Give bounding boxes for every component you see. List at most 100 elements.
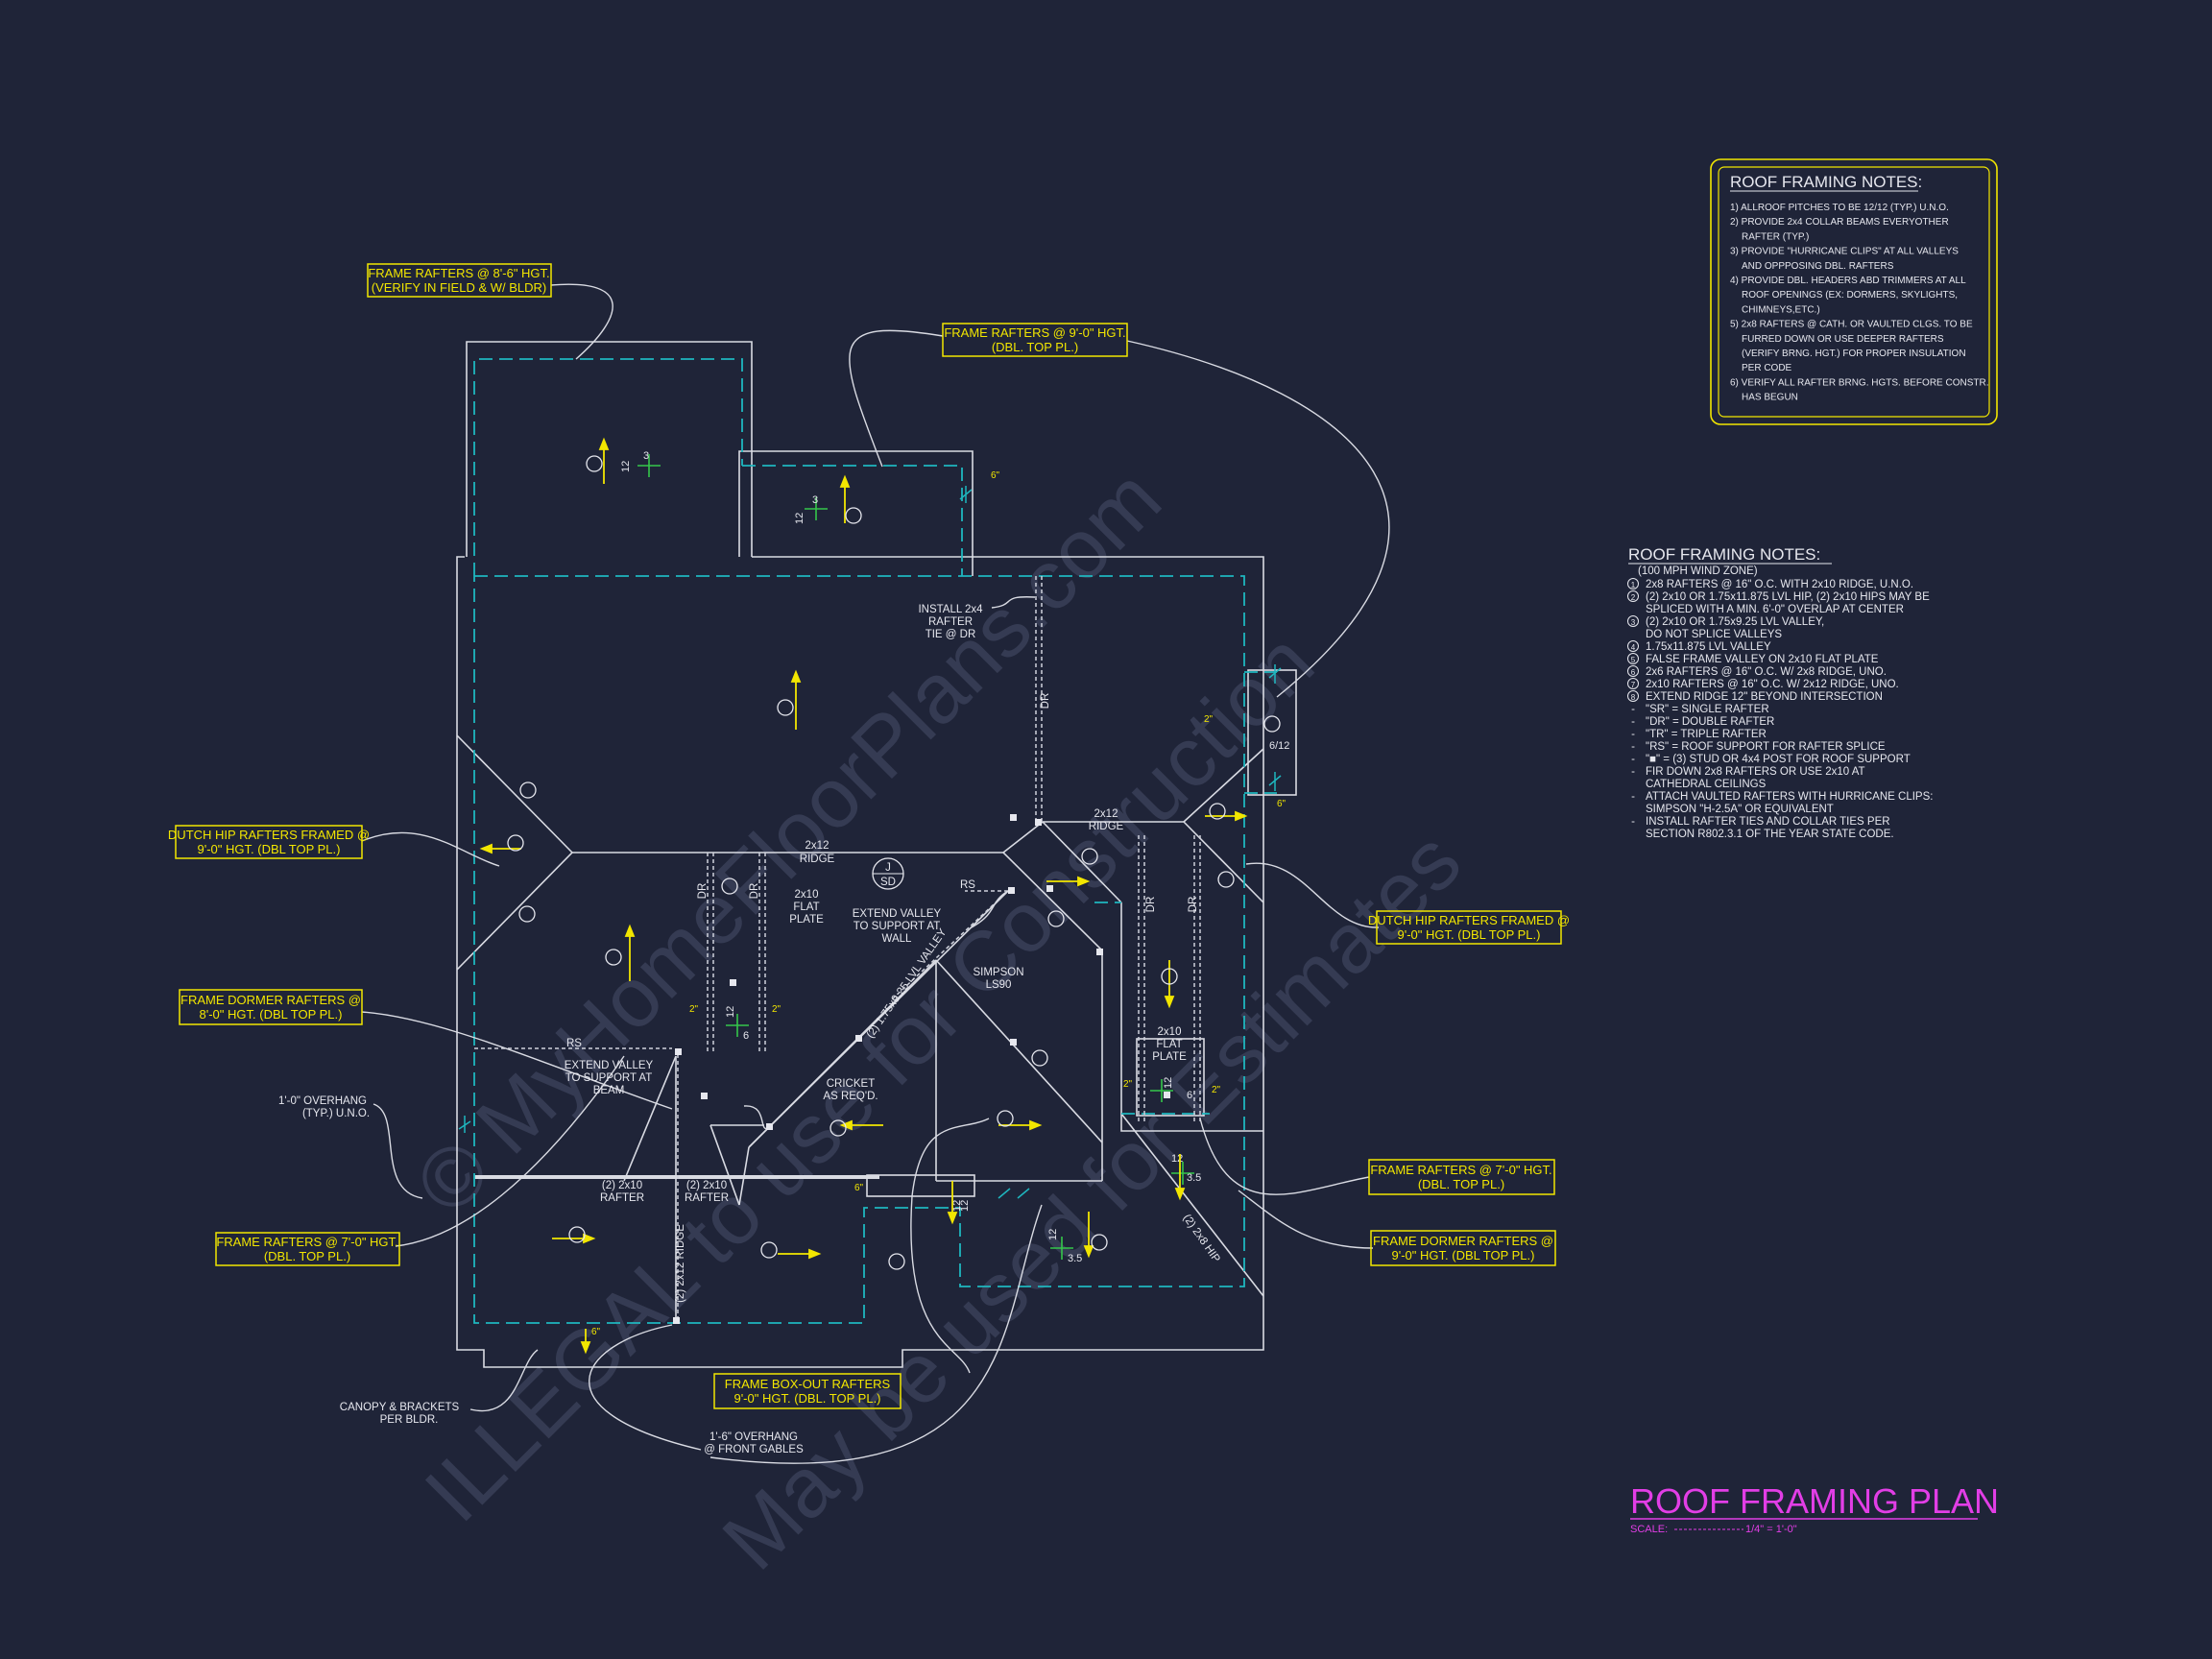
callouts: FRAME RAFTERS @ 8'-6" HGT. (VERIFY IN FI… — [168, 263, 1570, 1409]
note-key-circle — [1627, 578, 1639, 589]
scale-label: SCALE: — [1630, 1524, 1668, 1535]
double-rafter-lines — [474, 576, 1201, 1323]
callout-line: 9'-0" HGT. (DBL TOP PL.) — [1392, 1248, 1535, 1262]
flat-plate-label-left: PLATE — [789, 914, 824, 926]
canopy-label: PER BLDR. — [380, 1414, 439, 1426]
title-block: ROOF FRAMING PLAN SCALE: 1/4" = 1'-0" — [1630, 1481, 1999, 1535]
note-key-circle — [1627, 640, 1639, 652]
notes-box-line: PER CODE — [1742, 363, 1792, 373]
pitch-label: 3.5 — [1068, 1253, 1082, 1264]
inch-label: 2" — [1123, 1079, 1133, 1090]
inch-label: 2" — [1212, 1085, 1221, 1095]
note-key: 7 — [1631, 681, 1636, 689]
extend-valley-beam-label: BEAM — [593, 1085, 625, 1096]
note-text: SECTION R802.3.1 OF THE YEAR STATE CODE. — [1646, 829, 1894, 840]
note-key: - — [1631, 716, 1635, 728]
overhang-front-label: 1'-6" OVERHANG — [709, 1431, 798, 1443]
pitch-symbols: 3 12 3 12 3.5 12 3.5 12 6 12 12 6 6/12 1… — [620, 450, 1289, 1264]
callout-box-out: FRAME BOX-OUT RAFTERS 9'-0" HGT. (DBL. T… — [713, 1373, 902, 1409]
pitch-label: 12 — [951, 1200, 963, 1212]
pitch-label: 12 — [620, 461, 632, 472]
pitch-612-label: 6/12 — [1269, 740, 1289, 752]
dr-label: DR — [1145, 897, 1157, 913]
callout-line: FRAME DORMER RAFTERS @ — [180, 993, 361, 1007]
callout-line: (DBL. TOP PL.) — [264, 1249, 350, 1263]
notes-box-outer — [1710, 158, 1998, 425]
pitch-label: 12 — [1163, 1077, 1174, 1089]
inch-label: 2" — [1204, 714, 1214, 725]
cricket-label: CRICKET — [827, 1078, 875, 1090]
flat-plate-label-right: 2x10 — [1158, 1026, 1182, 1038]
note-key: 8 — [1631, 693, 1636, 702]
rafter-label-left: RAFTER — [600, 1192, 644, 1204]
pitch-label: 6 — [743, 1030, 749, 1042]
note-text: SIMPSON "H-2.5A" OR EQUIVALENT — [1646, 804, 1834, 815]
dimension-ticks: 6" 2" 2" 2" 2" 6" 6" 2" 6" — [458, 470, 1286, 1337]
ridge-label-top: RIDGE — [800, 854, 835, 865]
rafter-label-right: (2) 2x10 — [686, 1180, 727, 1191]
callout-line: (DBL. TOP PL.) — [992, 340, 1078, 354]
canopy-label: CANOPY & BRACKETS — [340, 1402, 460, 1413]
callout-line: FRAME BOX-OUT RAFTERS — [725, 1377, 891, 1391]
callout-line: FRAME DORMER RAFTERS @ — [1373, 1234, 1553, 1248]
notes-box-line: 5) 2x8 RAFTERS @ CATH. OR VAULTED CLGS. … — [1730, 320, 1973, 330]
note-key-circle — [1627, 690, 1639, 702]
note-key: - — [1631, 704, 1635, 715]
extend-valley-wall-label: EXTEND VALLEY — [853, 908, 942, 920]
callout-line: 9'-0" HGT. (DBL TOP PL.) — [1398, 927, 1541, 942]
note-text: DO NOT SPLICE VALLEYS — [1646, 629, 1782, 640]
notes-list: ROOF FRAMING NOTES: (100 MPH WIND ZONE) … — [1627, 545, 1933, 840]
notes-box-title: ROOF FRAMING NOTES: — [1730, 173, 1922, 191]
pitch-label: 3 — [812, 494, 818, 506]
extend-valley-beam-label: TO SUPPORT AT — [565, 1072, 653, 1084]
note-text: "TR" = TRIPLE RAFTER — [1646, 729, 1767, 740]
note-key-circle — [1627, 665, 1639, 677]
dr-label: DR — [1040, 693, 1051, 709]
simpson-label: SIMPSON — [973, 967, 1023, 978]
post-markers — [673, 814, 1170, 1324]
note-key: 4 — [1631, 643, 1636, 652]
ridge-vertical-label: (2) 2x12 RIDGE — [675, 1224, 686, 1303]
rafter-label-right: RAFTER — [685, 1192, 729, 1204]
install-tie-label: INSTALL 2x4 — [918, 604, 983, 615]
pitch-label: 3.5 — [1187, 1172, 1201, 1184]
leader-lines — [361, 283, 1390, 1464]
notes-box: ROOF FRAMING NOTES: 1) ALLROOF PITCHES T… — [1710, 158, 1998, 425]
note-text: 2x10 RAFTERS @ 16" O.C. W/ 2x12 RIDGE, U… — [1646, 679, 1899, 690]
callout-line: FRAME RAFTERS @ 7'-0" HGT. — [216, 1235, 397, 1249]
notes-box-line: 6) VERIFY ALL RAFTER BRNG. HGTS. BEFORE … — [1730, 377, 1989, 388]
pitch-symbol — [637, 454, 1194, 1260]
note-text: "RS" = ROOF SUPPORT FOR RAFTER SPLICE — [1646, 741, 1886, 753]
note-key: - — [1631, 754, 1635, 765]
notes-box-line: CHIMNEYS,ETC.) — [1742, 304, 1820, 315]
notes-box-line: 4) PROVIDE DBL. HEADERS ABD TRIMMERS AT … — [1730, 276, 1966, 286]
callout-line: 8'-0" HGT. (DBL TOP PL.) — [200, 1007, 343, 1022]
pitch-label: 12 — [725, 1006, 736, 1018]
note-text: 2x8 RAFTERS @ 16" O.C. WITH 2x10 RIDGE, … — [1646, 579, 1913, 590]
overhang-front-label: @ FRONT GABLES — [704, 1444, 804, 1455]
callout-line: DUTCH HIP RAFTERS FRAMED @ — [168, 828, 370, 842]
dr-label: DR — [697, 883, 709, 900]
ridge-label-right: 2x12 — [1094, 808, 1118, 820]
note-text: 1.75x11.875 LVL VALLEY — [1646, 641, 1771, 653]
note-text: CATHEDRAL CEILINGS — [1646, 779, 1767, 790]
scale-value: 1/4" = 1'-0" — [1745, 1524, 1797, 1535]
note-text: SPLICED WITH A MIN. 6'-0" OVERLAP AT CEN… — [1646, 604, 1904, 615]
notes-box-line: FURRED DOWN OR USE DEEPER RAFTERS — [1742, 334, 1944, 345]
callout-frame-8-6: FRAME RAFTERS @ 8'-6" HGT. (VERIFY IN FI… — [367, 263, 552, 298]
inch-label: 2" — [689, 1004, 699, 1015]
callout-line: DUTCH HIP RAFTERS FRAMED @ — [1368, 913, 1570, 927]
note-text: EXTEND RIDGE 12" BEYOND INTERSECTION — [1646, 691, 1883, 703]
overhang-left-label: 1'-0" OVERHANG — [278, 1095, 367, 1107]
pitch-label: 12 — [794, 513, 805, 524]
span-arrows — [479, 437, 1248, 1355]
inch-label: 2" — [772, 1004, 781, 1015]
note-text: "■" = (3) STUD OR 4x4 POST FOR ROOF SUPP… — [1646, 754, 1911, 765]
install-tie-label: RAFTER — [928, 616, 973, 628]
notes-box-lines: 1) ALLROOF PITCHES TO BE 12/12 (TYP.) U.… — [1730, 203, 1989, 403]
notes-box-line: 3) PROVIDE "HURRICANE CLIPS" AT ALL VALL… — [1730, 247, 1959, 257]
dr-label: DR — [1188, 897, 1199, 913]
